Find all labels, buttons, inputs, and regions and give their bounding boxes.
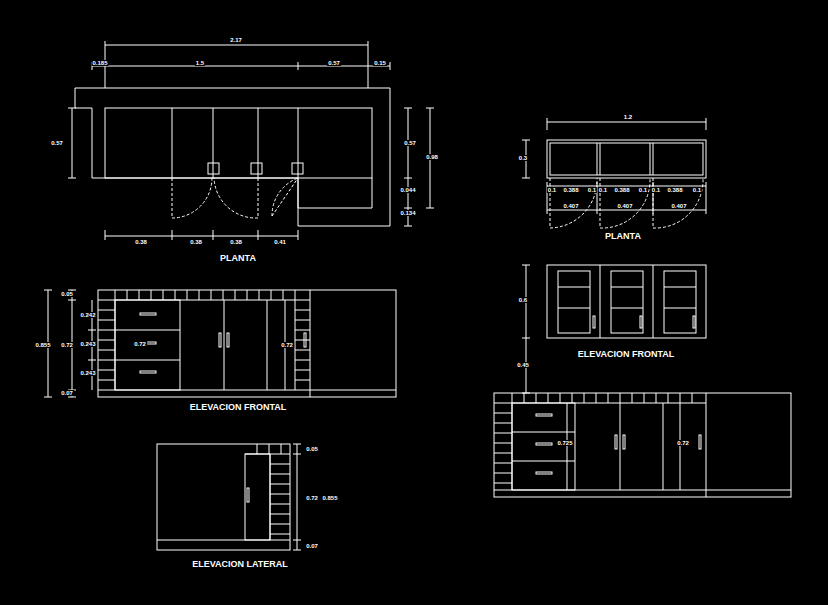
dimension-label: 0.242	[79, 312, 96, 318]
plan-view	[68, 41, 434, 240]
side-elevation	[157, 444, 301, 550]
view-title: PLANTA	[219, 254, 257, 263]
dimension-label: 0.38	[134, 239, 148, 245]
base-cabinet-elevation	[494, 393, 791, 497]
dimension-label: 0.57	[403, 140, 417, 146]
dimension-label: 0.407	[670, 203, 687, 209]
dimension-label: 0.044	[399, 187, 416, 193]
dimension-label: 0.407	[562, 203, 579, 209]
dimension-label: 0.05	[305, 446, 319, 452]
dimension-label: 0.243	[79, 370, 96, 376]
view-title: ELEVACION FRONTAL	[189, 403, 288, 412]
dimension-label: 0.3	[518, 155, 528, 161]
dimension-label: 0.388	[613, 187, 630, 193]
dimension-label: 0.855	[34, 342, 51, 348]
dimension-label: 0.134	[399, 210, 416, 216]
dimension-label: 0.407	[616, 203, 633, 209]
dimension-label: 0.72	[305, 495, 319, 501]
dimension-label: 0.185	[91, 60, 108, 66]
dimension-label: 0.05	[60, 291, 74, 297]
dimension-label: 0.1	[651, 187, 661, 193]
dimension-label: 0.1	[638, 187, 648, 193]
dimension-label: 0.98	[425, 154, 439, 160]
dimension-label: 0.855	[321, 495, 338, 501]
dimension-label: 0.6	[518, 297, 528, 303]
wall-cabinet-plan	[522, 118, 706, 228]
dimension-label: 0.1	[692, 187, 702, 193]
front-elevation	[44, 290, 396, 397]
dimension-label: 0.15	[373, 60, 387, 66]
dimension-label: 0.1	[547, 187, 557, 193]
dimension-label: 0.388	[562, 187, 579, 193]
dimension-label: 0.725	[556, 440, 573, 446]
dimension-label: 0.72	[676, 440, 690, 446]
dimension-label: 0.1	[587, 187, 597, 193]
dimension-label: 0.41	[273, 239, 287, 245]
dimension-label: 0.388	[666, 187, 683, 193]
dimension-label: 0.07	[60, 390, 74, 396]
dimension-label: 0.57	[50, 140, 64, 146]
dimension-label: 0.1	[598, 187, 608, 193]
dimension-label: 0.57	[327, 60, 341, 66]
view-title: ELEVACION FRONTAL	[577, 350, 676, 359]
wall-cabinet-elevation	[522, 265, 706, 393]
view-title: ELEVACION LATERAL	[191, 560, 289, 569]
dimension-label: 0.72	[133, 341, 147, 347]
dimension-label: 1.2	[623, 114, 633, 120]
dimension-label: 0.38	[189, 239, 203, 245]
dimension-label: 0.243	[79, 341, 96, 347]
dimension-label: 2.17	[229, 37, 243, 43]
view-title: PLANTA	[604, 232, 642, 241]
dimension-label: 0.07	[305, 543, 319, 549]
dimension-label: 0.45	[516, 362, 530, 368]
dimension-label: 0.72	[60, 342, 74, 348]
dimension-label: 0.72	[280, 342, 294, 348]
dimension-label: 0.38	[229, 239, 243, 245]
dimension-label: 1.5	[195, 60, 205, 66]
